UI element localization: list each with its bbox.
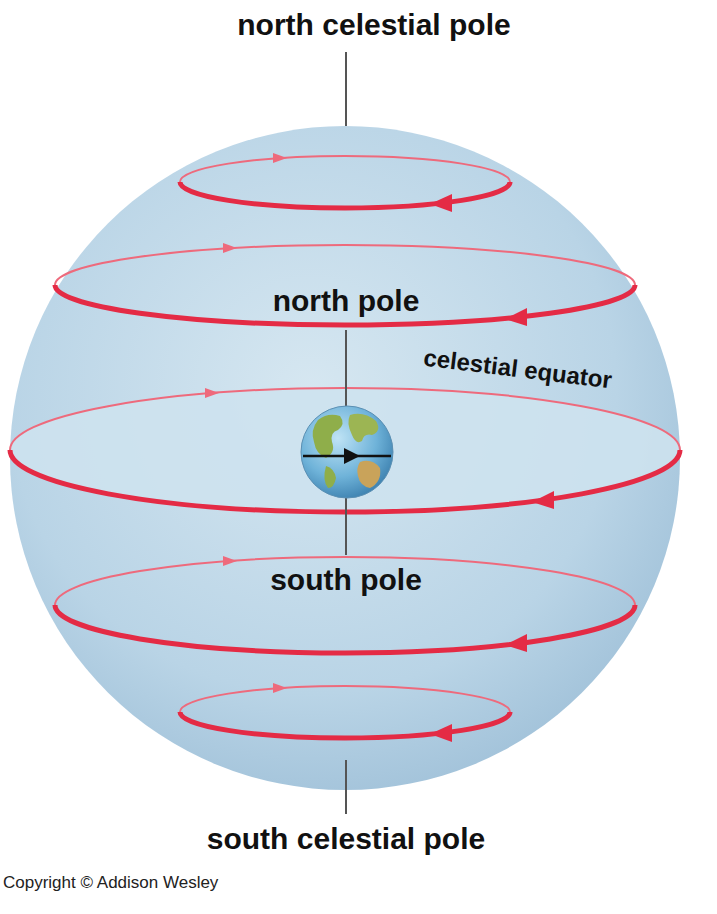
star-path-front — [180, 712, 510, 738]
equator-plane — [10, 388, 680, 512]
star-path-back — [55, 245, 635, 285]
star-path-back — [55, 557, 635, 605]
pole-label: north pole — [273, 284, 420, 317]
star-path-back — [180, 686, 510, 712]
pole-label: south pole — [270, 563, 422, 596]
axis-line — [345, 760, 347, 814]
axis-line — [345, 498, 347, 555]
arrowhead — [273, 153, 287, 163]
arrowhead — [205, 388, 219, 398]
star-path-back — [180, 156, 510, 182]
earth-globe — [301, 406, 393, 498]
arrowhead — [430, 194, 452, 212]
pole-label: north celestial pole — [237, 8, 510, 41]
arrowhead — [223, 243, 237, 253]
arrowhead — [505, 308, 527, 326]
rotation-arrowhead — [344, 448, 360, 464]
pole-label: south celestial pole — [207, 822, 485, 855]
arrowhead — [532, 491, 554, 509]
copyright-note: Copyright © Addison Wesley — [3, 874, 218, 893]
arrowheads — [205, 153, 554, 742]
star-path-front — [180, 182, 510, 208]
arrowhead — [273, 683, 287, 693]
star-path-front — [55, 605, 635, 653]
axis-line — [345, 330, 347, 406]
arrowhead — [430, 724, 452, 742]
arrowhead — [223, 556, 237, 566]
axis-line — [345, 52, 347, 126]
celestial-sphere — [10, 126, 680, 790]
star-path-front — [55, 285, 635, 325]
arrowhead — [505, 634, 527, 652]
star-paths — [10, 156, 680, 738]
